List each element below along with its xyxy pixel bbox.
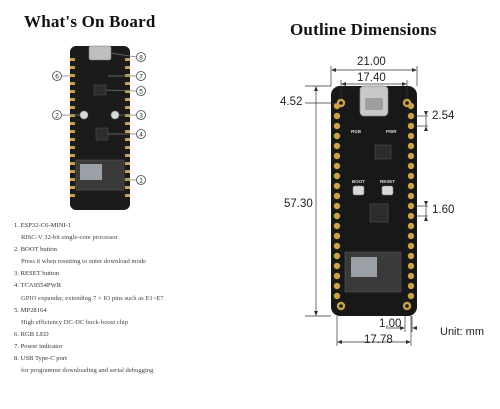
legend-desc-2: Press it when resetting to enter downloa… (21, 258, 147, 266)
callout-7 (136, 71, 146, 81)
left-esp32-shield (80, 164, 102, 180)
right-rgb-label: RGB (351, 129, 362, 134)
dim-width-outer: 21.00 (357, 56, 386, 68)
callout-1 (136, 175, 146, 185)
callout-8 (136, 52, 146, 62)
right-reset-button (381, 185, 394, 196)
right-boot-button (352, 185, 365, 196)
dim-hole-size: 1.60 (432, 204, 455, 216)
legend-item-2: 2. BOOT button (14, 246, 57, 254)
callout-5 (136, 86, 146, 96)
right-title: Outline Dimensions (290, 20, 437, 39)
left-reset-button (110, 110, 120, 120)
legend-desc-8: for programme downloading and serial deb… (21, 367, 154, 375)
legend-desc-1: RISC-V 32-bit single-core processor (21, 234, 118, 242)
unit-label: Unit: mm (440, 326, 484, 338)
callout-3 (136, 110, 146, 120)
callout-6-label: 6 (55, 74, 59, 81)
right-reset-label: RESET (380, 179, 395, 184)
callout-7-label: 7 (139, 74, 143, 81)
right-esp32-shield (351, 257, 377, 277)
callout-1-label: 1 (139, 178, 143, 185)
legend-item-1: 1. ESP32-C6-MINI-1 (14, 222, 72, 229)
callout-2 (52, 110, 62, 120)
right-usb-c-opening (365, 98, 383, 110)
legend-item-3: 3. RESET button (14, 270, 60, 278)
callout-3-label: 3 (139, 113, 143, 120)
right-board-pins (333, 98, 415, 311)
right-tca9554-chip (369, 203, 389, 223)
dim-bottom-span: 17.78 (364, 334, 393, 346)
callout-6 (52, 71, 62, 81)
left-mp28164-chip (93, 84, 107, 96)
left-tca9554-chip (95, 127, 109, 141)
legend-item-4: 4. TCA9554PWR (14, 282, 62, 290)
right-pwr-label: PWR (386, 129, 397, 134)
callout-4-label: 4 (139, 132, 143, 139)
legend-desc-5: High efficiency DC-DC buck-boost chip (21, 318, 129, 326)
legend-desc-4: GPIO expander, extending 7 × IO pins suc… (21, 294, 164, 302)
dim-pad-width: 1.00 (379, 318, 402, 330)
callout-4 (136, 129, 146, 139)
callout-2-label: 2 (55, 113, 59, 120)
dim-height: 57.30 (284, 198, 313, 210)
legend-item-8: 8. USB Type-C port (14, 355, 67, 363)
legend-item-5: 5. MP28164 (14, 306, 47, 314)
right-mp28164-chip (374, 144, 392, 160)
legend-item-7: 7. Power indicator (14, 342, 63, 350)
dim-width-inner: 17.40 (357, 72, 386, 84)
callout-5-label: 5 (139, 89, 143, 96)
dim-pin-pitch: 2.54 (432, 110, 455, 122)
dim-offset-left: 4.52 (280, 96, 303, 108)
right-boot-label: BOOT (352, 179, 365, 184)
left-boot-button (79, 110, 89, 120)
component-legend: 1. ESP32-C6-MINI-1 RISC-V 32-bit single-… (14, 220, 254, 377)
left-board-pins (70, 58, 130, 197)
callout-8-label: 8 (139, 55, 143, 62)
legend-item-6: 6. RGB LED (14, 330, 49, 338)
left-title: What's On Board (24, 12, 156, 31)
left-usb-c-port (88, 45, 112, 61)
